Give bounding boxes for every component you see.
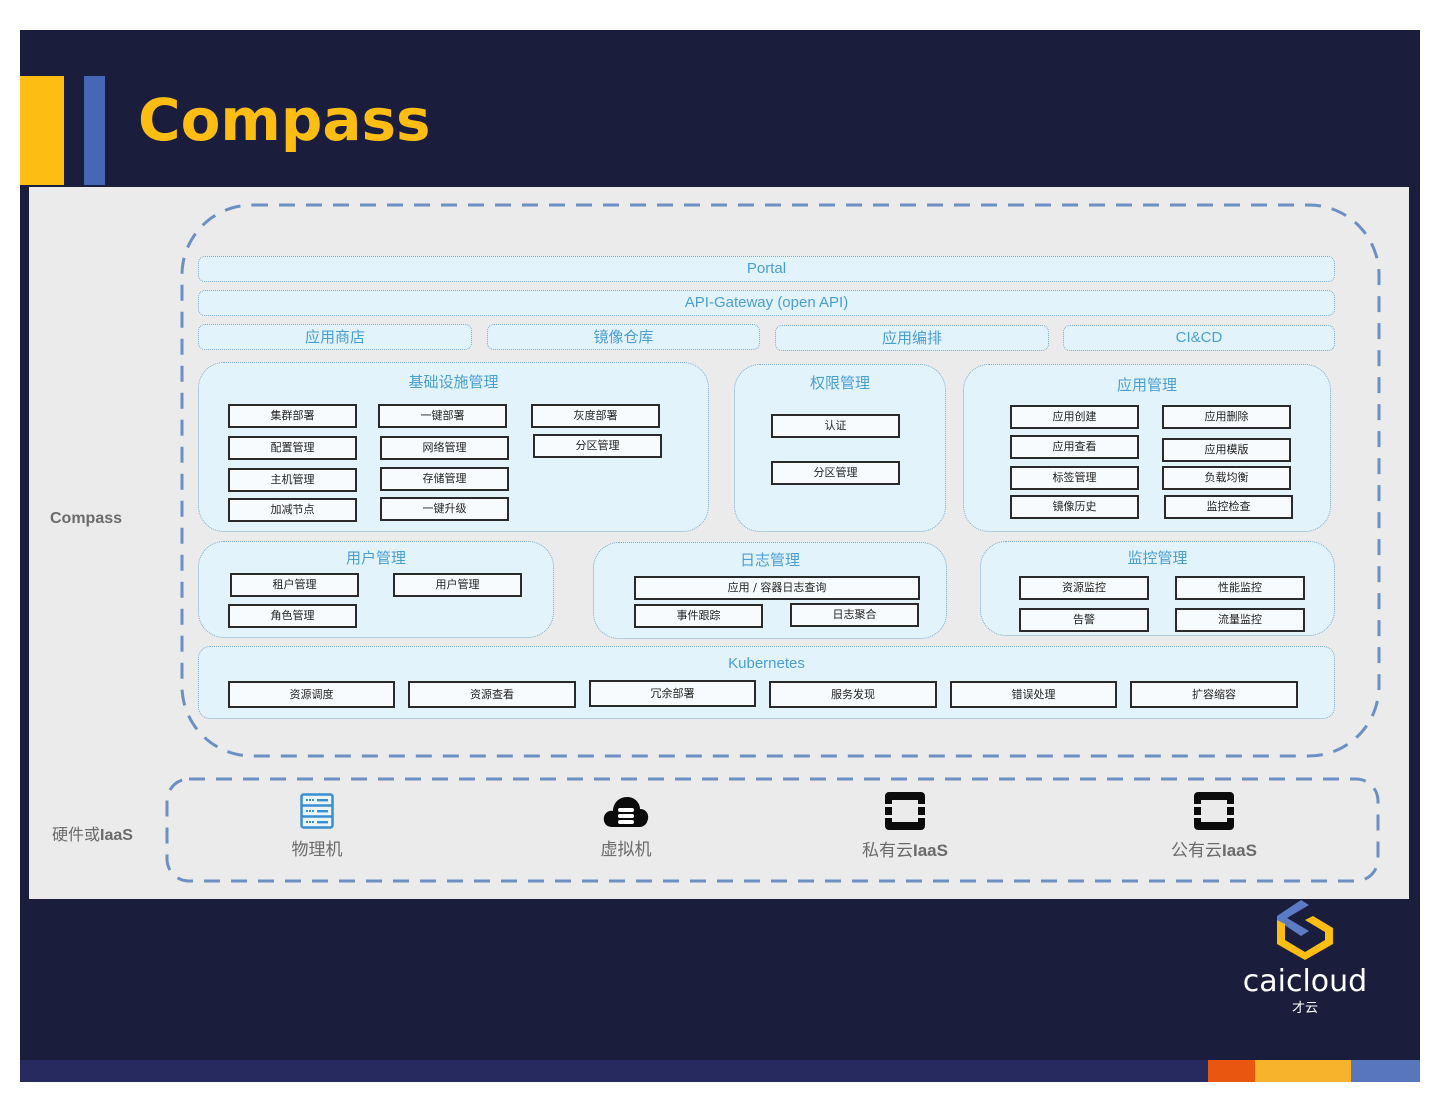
group-permission: 权限管理 bbox=[734, 364, 946, 532]
openstack-icon bbox=[885, 792, 925, 830]
group-infrastructure-title: 基础设施管理 bbox=[408, 373, 499, 391]
kubernetes-item: 资源调度 bbox=[228, 681, 395, 708]
infra-item: 存储管理 bbox=[380, 467, 509, 491]
caicloud-logo: caicloud 才云 bbox=[1240, 898, 1370, 1016]
hardware-label-public-cloud-prefix: 公有云 bbox=[1171, 841, 1222, 860]
footer-accent-yellow bbox=[1255, 1060, 1351, 1082]
hardware-label-private-cloud: 私有云IaaS bbox=[825, 836, 985, 861]
app-item: 应用创建 bbox=[1010, 405, 1139, 429]
hardware-label-physical: 物理机 bbox=[291, 840, 343, 859]
hardware-label-public-cloud: 公有云IaaS bbox=[1134, 836, 1294, 861]
hardware-side-label-prefix: 硬件或 bbox=[52, 827, 101, 844]
monitor-item: 资源监控 bbox=[1019, 576, 1149, 600]
log-item: 日志聚合 bbox=[790, 603, 919, 627]
kubernetes-item: 扩容缩容 bbox=[1130, 681, 1298, 708]
footer-accent-blue bbox=[1351, 1060, 1420, 1082]
hardware-side-label: 硬件或IaaS bbox=[52, 821, 133, 845]
api-gateway-band: API-Gateway (open API) bbox=[198, 290, 1335, 316]
app-item: 应用删除 bbox=[1162, 405, 1291, 429]
portal-band: Portal bbox=[198, 256, 1335, 282]
caicloud-logo-subtitle: 才云 bbox=[1291, 1000, 1318, 1015]
permission-item: 分区管理 bbox=[771, 461, 900, 485]
kubernetes-item: 资源查看 bbox=[408, 681, 576, 708]
infra-item: 网络管理 bbox=[380, 436, 509, 460]
app-item: 应用模版 bbox=[1162, 438, 1291, 462]
user-item: 用户管理 bbox=[393, 573, 522, 597]
infra-item: 一键部署 bbox=[378, 404, 507, 428]
hardware-item-private-cloud: 私有云IaaS bbox=[825, 792, 985, 861]
footer-band bbox=[20, 1060, 1420, 1082]
hardware-label-private-cloud-prefix: 私有云 bbox=[862, 841, 913, 860]
openstack-icon bbox=[1194, 792, 1234, 830]
group-application-title: 应用管理 bbox=[1116, 376, 1177, 394]
log-item: 事件跟踪 bbox=[634, 604, 763, 628]
hardware-label-private-cloud-suffix: IaaS bbox=[913, 841, 948, 860]
infra-item: 一键升级 bbox=[380, 497, 509, 521]
hardware-item-physical: 物理机 bbox=[237, 793, 397, 860]
caicloud-cube-icon bbox=[1277, 900, 1333, 960]
app-orchestration-band: 应用编排 bbox=[775, 325, 1049, 351]
hardware-label-virtual: 虚拟机 bbox=[600, 840, 652, 859]
server-rack-icon bbox=[300, 793, 334, 829]
infra-item: 主机管理 bbox=[228, 468, 357, 492]
app-item: 镜像历史 bbox=[1010, 495, 1139, 519]
cicd-band: CI&CD bbox=[1063, 325, 1335, 351]
kubernetes-item: 服务发现 bbox=[769, 681, 937, 708]
log-item: 应用 / 容器日志查询 bbox=[634, 576, 920, 600]
accent-bar-yellow bbox=[20, 76, 64, 185]
slide-title: Compass bbox=[138, 86, 431, 154]
image-registry-band: 镜像仓库 bbox=[487, 324, 760, 350]
infra-item: 加减节点 bbox=[228, 498, 357, 522]
monitor-item: 告警 bbox=[1019, 608, 1149, 632]
kubernetes-item: 错误处理 bbox=[950, 681, 1117, 708]
hardware-side-label-suffix: IaaS bbox=[100, 827, 133, 844]
hardware-label-public-cloud-suffix: IaaS bbox=[1222, 841, 1257, 860]
monitor-item: 流量监控 bbox=[1175, 608, 1305, 632]
hardware-item-public-cloud: 公有云IaaS bbox=[1134, 792, 1294, 861]
group-monitoring-title: 监控管理 bbox=[1127, 549, 1188, 567]
group-log-title: 日志管理 bbox=[739, 551, 800, 569]
monitor-item: 性能监控 bbox=[1175, 576, 1305, 600]
app-item: 应用查看 bbox=[1010, 435, 1139, 459]
accent-bar-blue bbox=[84, 76, 105, 185]
caicloud-logo-text: caicloud bbox=[1242, 964, 1368, 999]
permission-item: 认证 bbox=[771, 414, 900, 438]
kubernetes-item: 冗余部署 bbox=[589, 680, 756, 707]
cloud-server-icon bbox=[603, 797, 649, 827]
compass-side-label: Compass bbox=[50, 510, 123, 527]
infra-item: 分区管理 bbox=[533, 434, 662, 458]
app-item: 标签管理 bbox=[1010, 466, 1139, 490]
group-kubernetes-title: Kubernetes bbox=[728, 655, 805, 672]
group-user-title: 用户管理 bbox=[345, 549, 406, 567]
footer-accent-orange bbox=[1208, 1060, 1255, 1082]
user-item: 角色管理 bbox=[228, 604, 357, 628]
app-store-band: 应用商店 bbox=[198, 324, 472, 350]
app-item: 负载均衡 bbox=[1162, 466, 1291, 490]
app-item: 监控检查 bbox=[1164, 495, 1293, 519]
hardware-item-virtual: 虚拟机 bbox=[546, 793, 706, 860]
group-permission-title: 权限管理 bbox=[809, 374, 870, 392]
user-item: 租户管理 bbox=[230, 573, 359, 597]
infra-item: 集群部署 bbox=[228, 404, 357, 428]
infra-item: 灰度部署 bbox=[531, 404, 660, 428]
infra-item: 配置管理 bbox=[228, 436, 357, 460]
